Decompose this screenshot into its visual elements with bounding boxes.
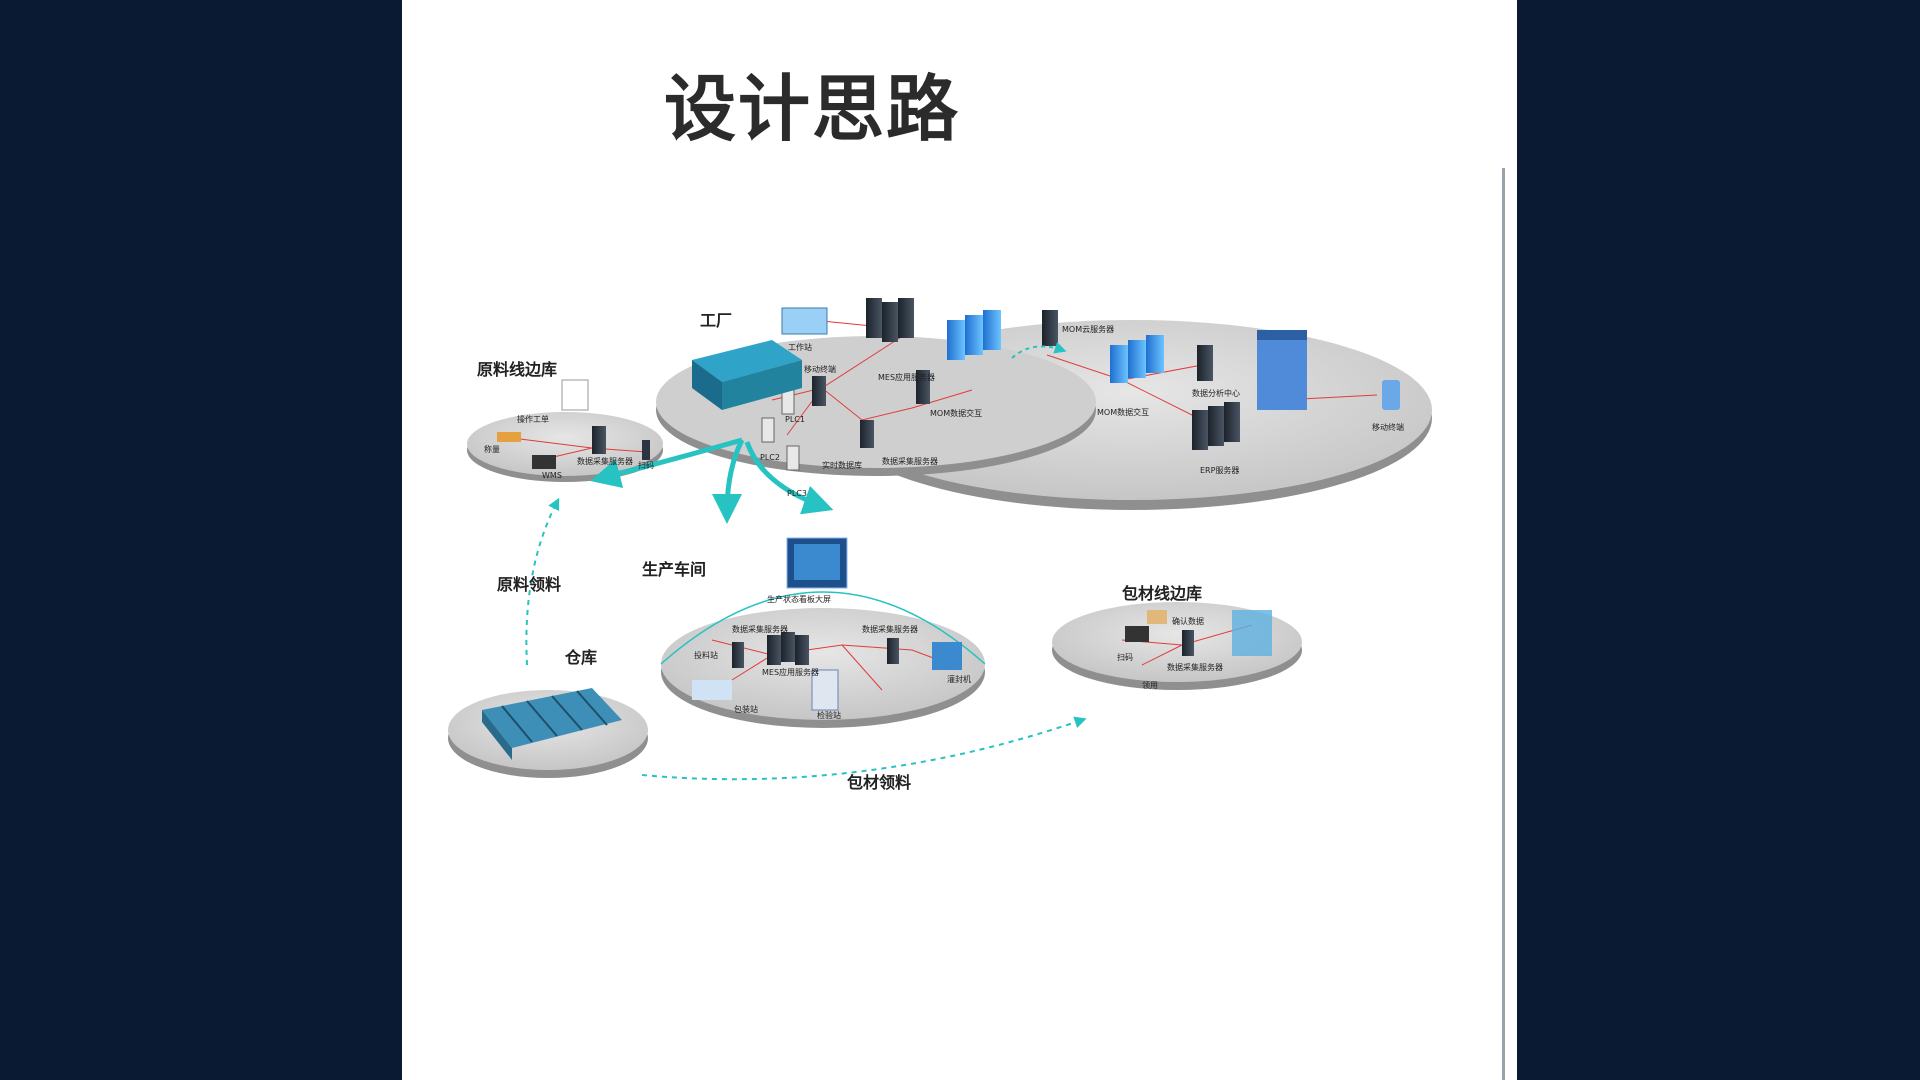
label-cloud-mobile-terminal: 移动终端 xyxy=(1372,422,1404,432)
node-label-packaging-line-store: 包材线边库 xyxy=(1122,584,1202,603)
label-plc3: PLC3 xyxy=(787,489,807,498)
node-label-production-workshop: 生产车间 xyxy=(642,560,706,579)
slide: 设计思路 xyxy=(402,0,1517,1080)
label-packaging-station: 包装站 xyxy=(734,704,758,714)
cloud-servers xyxy=(1042,310,1400,450)
label-erp-server: ERP服务器 xyxy=(1200,465,1239,475)
warehouse-racks xyxy=(482,688,622,760)
node-label-warehouse: 仓库 xyxy=(564,648,597,667)
workshop-links xyxy=(711,639,953,691)
label-check-station: 检验站 xyxy=(817,710,841,720)
label-ws-data-collection-2: 数据采集服务器 xyxy=(862,624,918,634)
flow-label-raw-material-pick: 原料领料 xyxy=(497,575,561,594)
flow-label-packaging-material-pick: 包材领料 xyxy=(847,773,911,792)
label-scan: 扫码 xyxy=(1117,652,1133,662)
page-title: 设计思路 xyxy=(664,67,961,151)
warehouse-platform xyxy=(448,688,648,778)
label-ws-mes-app-server: MES应用服务器 xyxy=(762,667,819,677)
label-realtime-db: 实时数据库 xyxy=(822,460,862,470)
label-scanner: 扫码 xyxy=(638,460,654,470)
label-mes-app-server: MES应用服务器 xyxy=(878,372,935,382)
label-workstation: 工作站 xyxy=(788,342,812,352)
label-cleaning: 灌封机 xyxy=(947,674,971,684)
label-mom-cloud-server: MOM云服务器 xyxy=(1062,324,1114,334)
label-big-screen: 生产状态看板大屏 xyxy=(767,594,831,604)
label-mobile-terminal: 移动终端 xyxy=(804,364,836,374)
factory-building xyxy=(692,340,802,410)
label-pack-data-collection-server: 数据采集服务器 xyxy=(1167,662,1223,672)
raw-store-equipment xyxy=(497,379,650,469)
label-operator: 操作工单 xyxy=(517,414,549,424)
node-label-raw-line-store: 原料线边库 xyxy=(477,360,557,379)
label-raw-data-collection-server: 数据采集服务器 xyxy=(577,456,633,466)
label-plc2: PLC2 xyxy=(760,453,780,462)
node-label-factory: 工厂 xyxy=(700,311,732,330)
factory-servers xyxy=(761,298,1001,471)
slide-edge-divider xyxy=(1502,168,1505,1080)
workshop-equipment xyxy=(692,537,962,711)
label-receiving: 领用 xyxy=(1142,680,1158,690)
label-cloud-mom-data-exchange: MOM数据交互 xyxy=(1097,407,1149,417)
label-wms: WMS xyxy=(542,471,562,480)
packaging-equipment xyxy=(1125,610,1272,656)
label-feeding-station: 投料站 xyxy=(694,650,718,660)
label-data-analysis-center: 数据分析中心 xyxy=(1192,388,1240,398)
label-ws-data-collection-1: 数据采集服务器 xyxy=(732,624,788,634)
label-mom-data-exchange: MOM数据交互 xyxy=(930,408,982,418)
label-data-collection-server: 数据采集服务器 xyxy=(882,456,938,466)
flow-arrows xyxy=(525,342,1087,781)
label-confirm-data: 确认数据 xyxy=(1172,616,1204,626)
label-scale: 称量 xyxy=(484,444,500,454)
architecture-diagram: 工厂 原料线边库 生产车间 仓库 包材线边库 原料领料 包材领料 工作站 移动终… xyxy=(448,298,1432,792)
label-plc1: PLC1 xyxy=(785,415,805,424)
